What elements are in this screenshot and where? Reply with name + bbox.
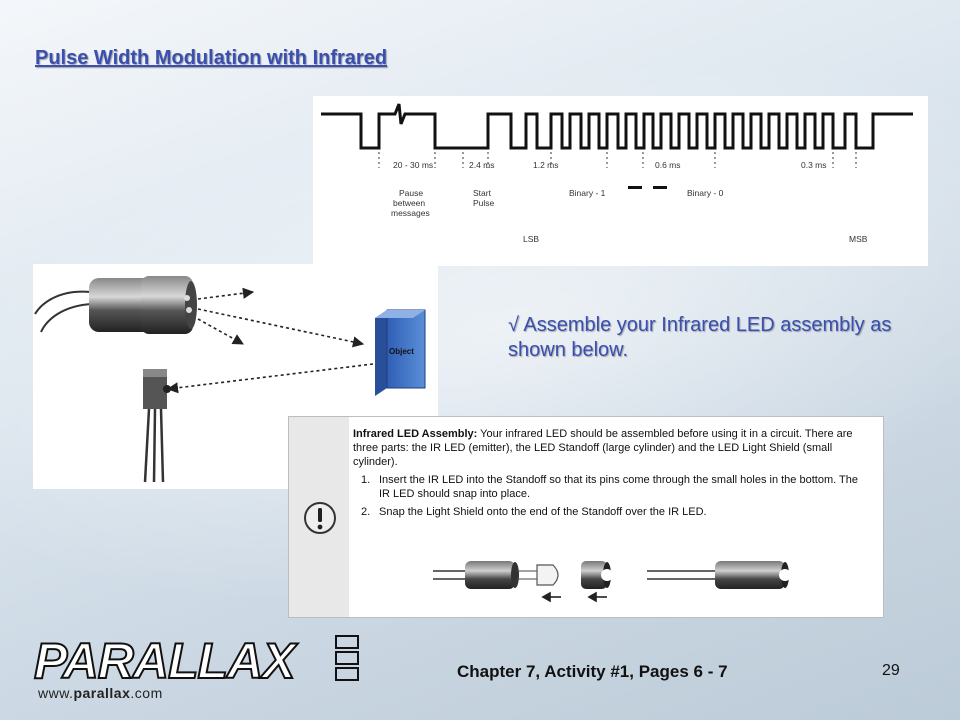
logo-wordmark: PARALLAX	[34, 633, 298, 686]
timing-diagram-svg: 20 - 30 ms 2.4 ms 1.2 ms 0.6 ms 0.3 ms P…	[321, 103, 913, 244]
page-number: 29	[882, 662, 900, 679]
pause-label-line2: between	[393, 198, 425, 208]
url-prefix: www.	[38, 685, 74, 701]
object-detection-svg: Object	[34, 276, 426, 483]
standoff-icon	[465, 561, 515, 589]
light-shield-icon	[581, 561, 607, 589]
assembled-led-icon	[715, 561, 785, 589]
step-text: Insert the IR LED into the Standoff so t…	[379, 474, 858, 500]
object-box	[386, 309, 426, 389]
pwm-timing-diagram: 20 - 30 ms 2.4 ms 1.2 ms 0.6 ms 0.3 ms P…	[313, 96, 928, 266]
pause-label-line3: messages	[391, 208, 430, 218]
list-item: 1. Insert the IR LED into the Standoff so…	[353, 473, 869, 501]
assembly-steps: 1. Insert the IR LED into the Standoff so…	[353, 473, 869, 519]
lsb-label: LSB	[523, 234, 539, 244]
infrared-led-assembly-panel: Infrared LED Assembly: Your infrared LED…	[288, 416, 884, 618]
chapter-reference: Chapter 7, Activity #1, Pages 6 - 7	[457, 662, 728, 681]
assembly-intro: Infrared LED Assembly: Your infrared LED…	[353, 427, 869, 469]
logo-url[interactable]: www.parallax.com	[38, 685, 163, 701]
parallax-logo-mark: PARALLAX	[33, 632, 359, 690]
start-label-line2: Pulse	[473, 198, 495, 208]
gap-duration-label: 0.3 ms	[801, 160, 827, 170]
url-suffix: .com	[130, 685, 163, 701]
url-brand: parallax	[73, 685, 131, 701]
instruction-text: √ Assemble your Infrared LED assembly as…	[508, 314, 892, 361]
step-number: 1.	[361, 474, 371, 486]
assembly-intro-text: Your infrared LED should be assembled be…	[353, 428, 853, 468]
msb-label: MSB	[849, 234, 868, 244]
list-item: 2. Snap the Light Shield onto the end of …	[353, 505, 869, 519]
ir-object-detection-diagram: Object	[33, 264, 438, 489]
binary0-label: Binary - 0	[687, 188, 724, 198]
step-text: Snap the Light Shield onto the end of th…	[379, 506, 707, 518]
pause-label-line1: Pause	[399, 188, 423, 198]
step-number: 2.	[361, 506, 371, 518]
start-label-line1: Start	[473, 188, 492, 198]
parallax-logo: PARALLAX www.parallax.com	[30, 630, 370, 705]
assembly-note: Infrared LED Assembly: Your infrared LED…	[353, 427, 869, 523]
assembly-illustration	[433, 561, 791, 603]
binary1-duration-label: 1.2 ms	[533, 160, 559, 170]
pause-duration-label: 20 - 30 ms	[393, 160, 433, 170]
slide-title: Pulse Width Modulation with Infrared	[35, 47, 388, 69]
object-label: Object	[389, 347, 414, 356]
ir-led-icon	[536, 564, 559, 586]
exclamation-icon	[304, 502, 336, 534]
binary1-label: Binary - 1	[569, 188, 606, 198]
assembly-heading: Infrared LED Assembly:	[353, 428, 478, 440]
start-duration-label: 2.4 ms	[469, 160, 495, 170]
binary0-duration-label: 0.6 ms	[655, 160, 681, 170]
